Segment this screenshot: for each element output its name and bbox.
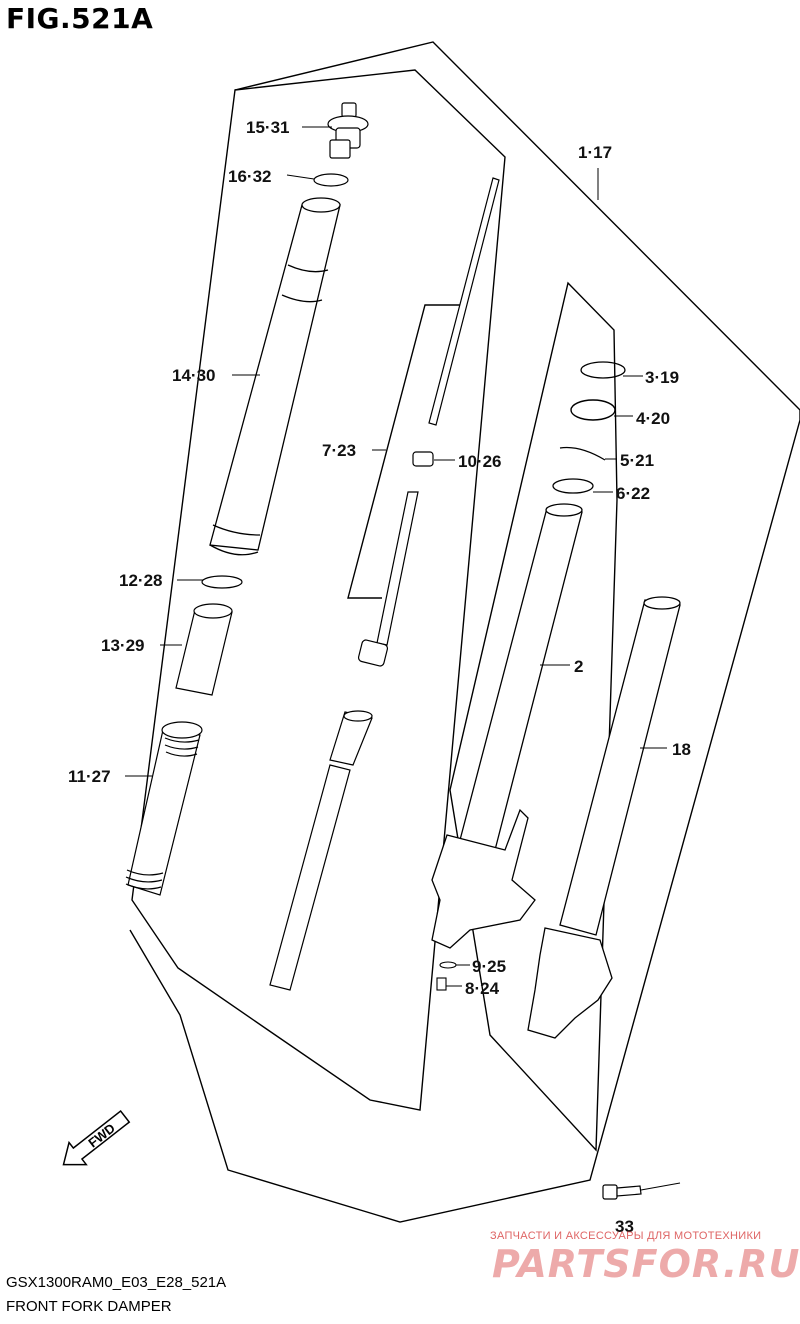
label-3-19: 3·19 — [645, 368, 679, 387]
label-9-25: 9·25 — [472, 957, 506, 976]
label-2: 2 — [574, 657, 583, 676]
washer-9 — [439, 961, 457, 969]
label-7-23: 7·23 — [322, 441, 356, 460]
label-14-30: 14·30 — [172, 366, 215, 385]
inner-panel-left — [131, 69, 506, 1111]
bolt-8 — [436, 977, 447, 991]
spacer — [552, 478, 594, 494]
label-11-27: 11·27 — [68, 767, 111, 786]
label-1-17: 1·17 — [578, 143, 612, 162]
label-5-21: 5·21 — [620, 451, 654, 470]
diagram-name: FRONT FORK DAMPER — [6, 1298, 172, 1315]
fwd-arrow-icon: FWD — [62, 1110, 131, 1166]
outer-tube-left — [431, 503, 583, 949]
figure-title: FIG.521A — [6, 2, 154, 35]
label-10-26: 10·26 — [458, 452, 501, 471]
label-18: 18 — [672, 740, 691, 759]
outer-tube-right — [527, 596, 681, 1039]
label-12-28: 12·28 — [119, 571, 162, 590]
label-6-22: 6·22 — [616, 484, 650, 503]
label-16-32: 16·32 — [228, 167, 271, 186]
collar — [175, 603, 233, 696]
dust-seal — [580, 361, 626, 379]
label-13-29: 13·29 — [101, 636, 144, 655]
cap-bolt — [327, 102, 369, 159]
label-15-31: 15·31 — [246, 118, 289, 137]
damper-rod-bracket — [347, 304, 461, 599]
lock-nut — [412, 451, 434, 467]
label-8-24: 8·24 — [465, 979, 500, 998]
label-4-20: 4·20 — [636, 409, 670, 428]
inner-tube — [209, 197, 341, 556]
assembly-boundary — [129, 41, 800, 1223]
watermark-logo: PARTSFOR.RU — [492, 1242, 800, 1286]
oil-seal — [570, 399, 616, 421]
spring — [125, 721, 203, 896]
watermark-tagline: ЗАПЧАСТИ И АКСЕССУАРЫ ДЛЯ МОТОТЕХНИКИ — [490, 1230, 762, 1242]
o-ring — [313, 173, 349, 187]
label-33: 33 — [615, 1217, 634, 1236]
bolt-33 — [602, 1184, 642, 1200]
inner-panel-right — [449, 281, 618, 1152]
damper-rod — [269, 177, 500, 991]
ring-12 — [201, 575, 243, 589]
stopper-ring — [559, 446, 606, 461]
model-code: GSX1300RAM0_E03_E28_521A — [6, 1274, 227, 1291]
